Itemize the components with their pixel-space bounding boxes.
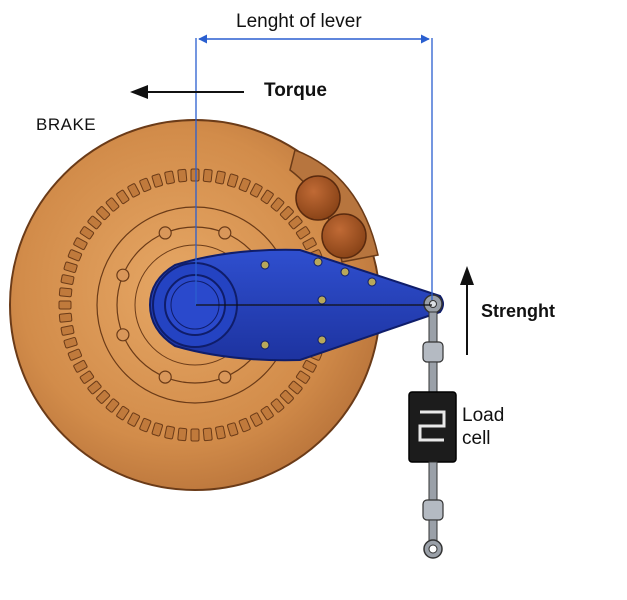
torque-label: Torque <box>264 80 327 101</box>
disc-slot <box>279 206 294 221</box>
brake-label: BRAKE <box>36 115 97 134</box>
disc-slot <box>202 168 213 183</box>
disc-slot <box>127 183 141 198</box>
disc-slot <box>177 168 188 183</box>
arm-bolt <box>340 267 350 277</box>
bolt-hole <box>116 268 130 282</box>
disc-slot <box>151 173 164 188</box>
disc-slot <box>249 412 263 427</box>
lever-length-dimension <box>195 34 433 306</box>
bolt-hole <box>218 370 232 384</box>
disc-slot <box>270 398 285 413</box>
arm-bolt <box>317 295 327 305</box>
arm-bolt <box>317 335 327 345</box>
disc-slot <box>87 215 102 230</box>
strength-label: Strenght <box>481 301 555 321</box>
disc-slot <box>96 206 111 221</box>
disc-slot <box>249 183 263 198</box>
disc-slot <box>139 177 152 193</box>
disc-slot <box>67 348 83 361</box>
disc-slot <box>238 177 251 193</box>
disc-slot <box>164 425 175 440</box>
lever-length-label: Lenght of lever <box>236 11 362 32</box>
load-cell-label-line1: Load <box>462 405 505 426</box>
disc-slot <box>58 287 73 298</box>
arm-bolt <box>260 260 270 270</box>
disc-slot <box>295 370 311 384</box>
disc-slot <box>260 405 274 421</box>
arm-bolt <box>367 277 377 287</box>
disc-slot <box>60 325 75 336</box>
disc-slot <box>58 312 73 323</box>
disc-slot <box>105 197 120 212</box>
disc-slot <box>60 274 75 285</box>
arrow-left-icon <box>130 85 244 99</box>
disc-slot <box>105 398 120 413</box>
disc-slot <box>302 359 317 373</box>
disc-slot <box>190 428 200 442</box>
disc-slot <box>279 389 294 404</box>
disc-slot <box>215 170 226 185</box>
disc-slot <box>116 405 130 421</box>
load-cell-label-line2: cell <box>462 428 491 449</box>
disc-slot <box>127 412 141 427</box>
arrow-up-icon <box>460 266 474 355</box>
disc-slot <box>302 237 317 251</box>
disc-slot <box>215 425 226 440</box>
disc-slot <box>73 237 88 251</box>
lever-arm-bolts <box>260 257 377 350</box>
disc-slot <box>79 370 95 384</box>
disc-slot <box>164 170 175 185</box>
disc-slot <box>139 417 152 433</box>
arm-bolt <box>313 257 323 267</box>
disc-slot <box>202 427 213 442</box>
disc-slot <box>63 261 78 274</box>
load-cell-assembly <box>408 311 457 559</box>
disc-slot <box>73 359 88 373</box>
disc-slot <box>288 380 303 395</box>
brake-caliper <box>289 148 379 263</box>
disc-slot <box>79 226 95 240</box>
load-cell <box>408 391 457 463</box>
load-cell-label: Load cell <box>462 404 504 450</box>
disc-slot <box>295 226 311 240</box>
disc-slot <box>63 336 78 349</box>
disc-slot <box>96 389 111 404</box>
disc-slot <box>270 197 285 212</box>
disc-slot-ring <box>58 168 323 442</box>
disc-slot <box>58 300 72 310</box>
disc-slot <box>226 173 239 188</box>
disc-slot <box>87 380 102 395</box>
disc-slot <box>116 189 130 205</box>
arm-bolt <box>260 340 270 350</box>
bolt-hole <box>218 226 232 240</box>
disc-slot <box>226 422 239 437</box>
bolt-hole <box>116 328 130 342</box>
disc-slot <box>67 249 83 262</box>
disc-slot <box>151 422 164 437</box>
disc-slot <box>177 427 188 442</box>
disc-slot <box>238 417 251 433</box>
disc-slot <box>260 189 274 205</box>
bolt-hole <box>158 226 172 240</box>
disc-slot <box>190 168 200 182</box>
bolt-hole <box>158 370 172 384</box>
disc-slot <box>288 215 303 230</box>
